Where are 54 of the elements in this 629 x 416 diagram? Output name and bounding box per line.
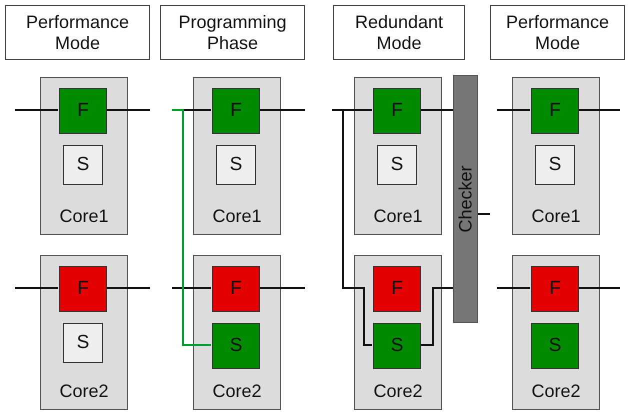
signal-line	[420, 287, 453, 346]
unit-box: F	[59, 266, 107, 312]
core-label: Core1	[58, 206, 110, 227]
unit-box: F	[531, 266, 579, 312]
signal-line	[259, 109, 305, 111]
core-label: Core2	[372, 381, 424, 402]
unit-box: F	[212, 266, 260, 312]
signal-line	[578, 287, 620, 289]
checker-label: Checker	[455, 165, 476, 233]
signal-line	[497, 109, 530, 111]
core-label: Core1	[372, 206, 424, 227]
unit-box: F	[212, 88, 260, 134]
signal-line	[106, 287, 150, 289]
unit-box: F	[373, 266, 421, 312]
core-label: Core2	[211, 381, 263, 402]
signal-line	[259, 287, 305, 289]
core-label: Core2	[58, 381, 110, 402]
core-box	[354, 255, 442, 410]
checker-bar	[453, 75, 478, 323]
signal-line	[478, 213, 490, 215]
core-label: Core1	[211, 206, 263, 227]
unit-box: S	[373, 323, 421, 369]
core-box	[193, 77, 281, 235]
unit-box: F	[531, 88, 579, 134]
core-label: Core2	[530, 381, 582, 402]
core-box	[40, 77, 128, 235]
signal-line	[172, 287, 211, 289]
core-label: Core1	[530, 206, 582, 227]
signal-line	[420, 109, 453, 111]
unit-box: S	[531, 323, 579, 369]
signal-line	[106, 109, 150, 111]
unit-box: S	[63, 323, 103, 363]
unit-box: S	[212, 323, 260, 369]
signal-line	[172, 109, 211, 346]
signal-line	[578, 109, 620, 111]
mode-title-box: Performance Mode	[5, 5, 150, 60]
mode-title-box: Redundant Mode	[333, 5, 465, 60]
unit-box: F	[373, 88, 421, 134]
signal-line	[15, 109, 58, 111]
unit-box: S	[216, 145, 256, 185]
unit-box: S	[63, 145, 103, 185]
core-box	[512, 77, 600, 235]
unit-box: F	[59, 88, 107, 134]
unit-box: S	[377, 145, 417, 185]
core-box	[40, 255, 128, 410]
core-box	[193, 255, 281, 410]
mode-title-box: Programming Phase	[160, 5, 305, 60]
signal-line	[497, 287, 530, 289]
core-box	[512, 255, 600, 410]
signal-line	[332, 109, 372, 346]
signal-line	[15, 287, 58, 289]
mode-title-box: Performance Mode	[490, 5, 625, 60]
core-box	[354, 77, 442, 235]
unit-box: S	[535, 145, 575, 185]
